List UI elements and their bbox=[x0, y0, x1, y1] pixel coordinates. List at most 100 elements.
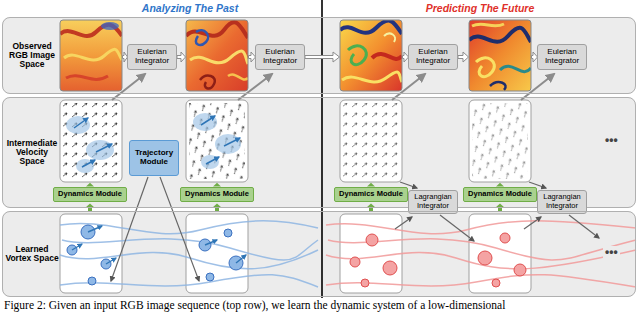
fluid-image bbox=[190, 51, 248, 64]
integrator-box: Eulerian Integrator bbox=[408, 44, 458, 70]
vortex-blob bbox=[66, 116, 90, 134]
box-label: Eulerian Integrator bbox=[411, 48, 455, 66]
row-band: Learned Vortex Space bbox=[2, 211, 636, 297]
trajectory-curve bbox=[60, 275, 318, 287]
block-arrow bbox=[305, 52, 340, 62]
fluid-image bbox=[372, 54, 402, 59]
velocity-panel bbox=[343, 103, 399, 179]
box-label: Eulerian Integrator bbox=[258, 48, 302, 66]
vortex-particle bbox=[350, 233, 526, 287]
fluid-image bbox=[384, 34, 395, 42]
image-frame bbox=[186, 20, 248, 91]
trajectory-curve bbox=[326, 221, 636, 234]
fluid-image bbox=[101, 22, 119, 30]
vortex-particle bbox=[383, 261, 397, 275]
vortex-particle bbox=[366, 234, 378, 246]
velocity-panel bbox=[186, 100, 248, 182]
vortex-arrow bbox=[201, 116, 215, 125]
fluid-image bbox=[186, 22, 248, 38]
vortex-arrow bbox=[88, 226, 102, 232]
trajectory-curve bbox=[60, 221, 318, 234]
fluid-image bbox=[469, 28, 531, 42]
vortex-arrow bbox=[236, 255, 246, 263]
dynamics-arrow bbox=[496, 183, 504, 187]
dynamics-arrow bbox=[213, 183, 221, 187]
vortex-arrow bbox=[74, 118, 88, 128]
fluid-image bbox=[340, 20, 402, 91]
box-label: Trajectory Module bbox=[132, 149, 176, 167]
vortex-blob bbox=[86, 140, 114, 160]
fluid-image bbox=[469, 20, 531, 91]
vortex-particle bbox=[361, 279, 369, 287]
vortex-arrow bbox=[206, 157, 219, 164]
image-frame bbox=[60, 20, 531, 91]
fluid-image bbox=[342, 72, 402, 82]
block-arrow bbox=[177, 52, 186, 62]
fluid-image bbox=[472, 24, 504, 26]
velocity-panel bbox=[60, 100, 531, 182]
velocity-panel bbox=[472, 103, 528, 179]
band-fill bbox=[2, 211, 636, 297]
row-label: Observed RGB Image Space bbox=[5, 41, 59, 69]
fluid-image bbox=[66, 76, 108, 80]
velocity-panel bbox=[189, 103, 245, 179]
trajectory-curve bbox=[326, 275, 636, 287]
integrator-box: Eulerian Integrator bbox=[537, 44, 587, 70]
vortex-particle bbox=[88, 277, 96, 285]
vortex-particle bbox=[478, 251, 492, 265]
connector-arrow bbox=[111, 177, 599, 281]
trajectory-module: Trajectory Module bbox=[129, 140, 179, 176]
box-label: Lagrangian Integrator bbox=[411, 193, 455, 210]
fluid-image bbox=[64, 49, 122, 60]
connector-arrow bbox=[524, 217, 541, 229]
row-label: Intermediate Velocity Space bbox=[5, 138, 59, 166]
vortex-particle bbox=[224, 229, 232, 237]
fluid-image bbox=[228, 74, 248, 79]
fluid-image bbox=[60, 20, 122, 91]
fluid-image bbox=[340, 20, 402, 91]
fluid-image bbox=[186, 20, 248, 91]
image-frame bbox=[340, 20, 402, 91]
figure-caption: Figure 2: Given an input RGB image seque… bbox=[4, 299, 505, 312]
vortex-particle bbox=[514, 264, 526, 276]
continuation-mark: ••• bbox=[603, 134, 620, 147]
fluid-image bbox=[196, 30, 208, 45]
dynamics-module: Dynamics Module bbox=[463, 187, 537, 202]
box-label: Lagrangian Integrator bbox=[540, 193, 584, 210]
band-fill bbox=[2, 17, 636, 94]
velocity-panel bbox=[340, 100, 402, 182]
vortex-arrow bbox=[96, 144, 112, 152]
connector-arrow bbox=[440, 215, 474, 241]
dynamics-module: Dynamics Module bbox=[53, 187, 127, 202]
vortex-blob bbox=[76, 159, 94, 173]
fluid-image bbox=[490, 82, 506, 90]
block-arrow bbox=[123, 52, 538, 62]
connector-arrow bbox=[569, 215, 599, 238]
velocity-panel bbox=[60, 100, 122, 182]
row-band: Observed RGB Image Space Eulerian Integra… bbox=[2, 17, 636, 94]
box-label: Dynamics Module bbox=[185, 190, 249, 198]
velocity-panel bbox=[63, 103, 119, 179]
fluid-image bbox=[469, 20, 531, 91]
vortex-arrow bbox=[72, 244, 82, 250]
section-heading: Predicting The Future bbox=[426, 2, 535, 14]
vortex-arrow bbox=[224, 138, 240, 146]
integrator-box: Lagrangian Integrator bbox=[408, 190, 458, 214]
fluid-image bbox=[500, 66, 531, 71]
box-label: Dynamics Module bbox=[468, 190, 532, 198]
dynamics-module: Dynamics Module bbox=[334, 187, 408, 202]
vortex-arrow bbox=[72, 226, 246, 264]
vortex-arrow bbox=[106, 258, 116, 264]
fluid-image bbox=[348, 46, 366, 65]
vortex-blob bbox=[201, 155, 219, 169]
vortex-blob bbox=[193, 113, 217, 131]
vortex-arrow bbox=[205, 240, 217, 245]
dynamics-module: Dynamics Module bbox=[180, 187, 254, 202]
vortex-particle bbox=[350, 257, 360, 267]
vortex-particle bbox=[67, 225, 243, 285]
dynamics-arrow bbox=[86, 183, 94, 187]
vortex-arrow bbox=[82, 160, 95, 167]
divider-line bbox=[321, 0, 323, 298]
row-label: Learned Vortex Space bbox=[5, 245, 59, 264]
